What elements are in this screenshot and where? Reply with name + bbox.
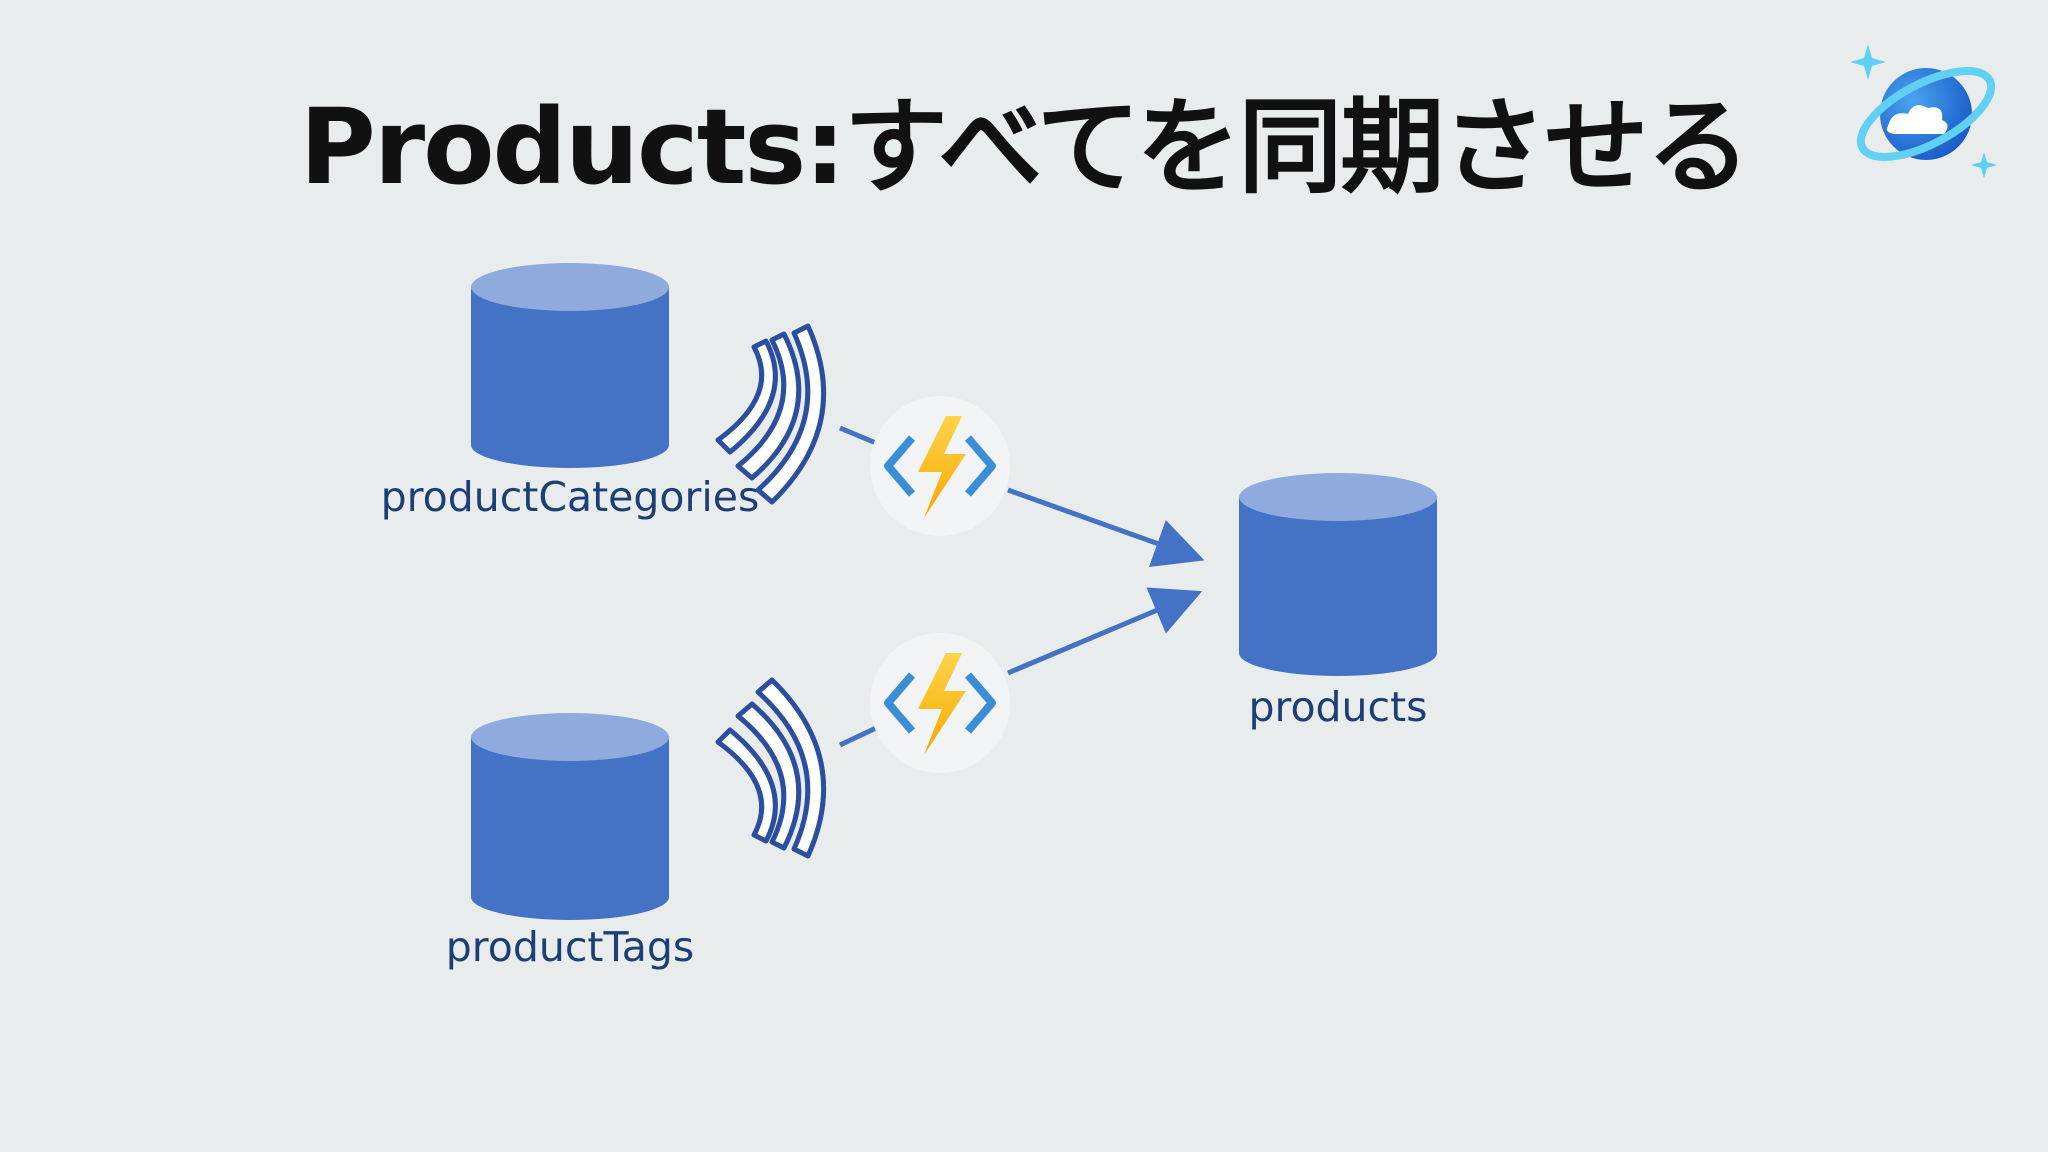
azure-functions-icon: [870, 633, 1010, 773]
products-label: products: [1248, 683, 1428, 731]
sync-arrows: [838, 425, 1205, 748]
azure-functions-icon: [870, 396, 1010, 536]
feed-connector-top: [839, 425, 877, 446]
arrow-to-products-bottom: [1007, 587, 1203, 676]
feed-connector-bottom: [838, 725, 878, 748]
azure-cosmos-db-logo: [1850, 44, 1997, 178]
product-categories-label: productCategories: [380, 473, 760, 521]
change-feed-icon: [715, 677, 827, 859]
product-categories-container-icon: [471, 263, 669, 468]
arrow-to-products-top: [1007, 487, 1205, 568]
change-feed-icon: [715, 323, 827, 505]
product-tags-label: productTags: [445, 923, 695, 971]
product-tags-container-icon: [471, 713, 669, 920]
products-container-icon: [1239, 473, 1437, 676]
page-title: Products:すべてを同期させる: [299, 86, 1751, 208]
